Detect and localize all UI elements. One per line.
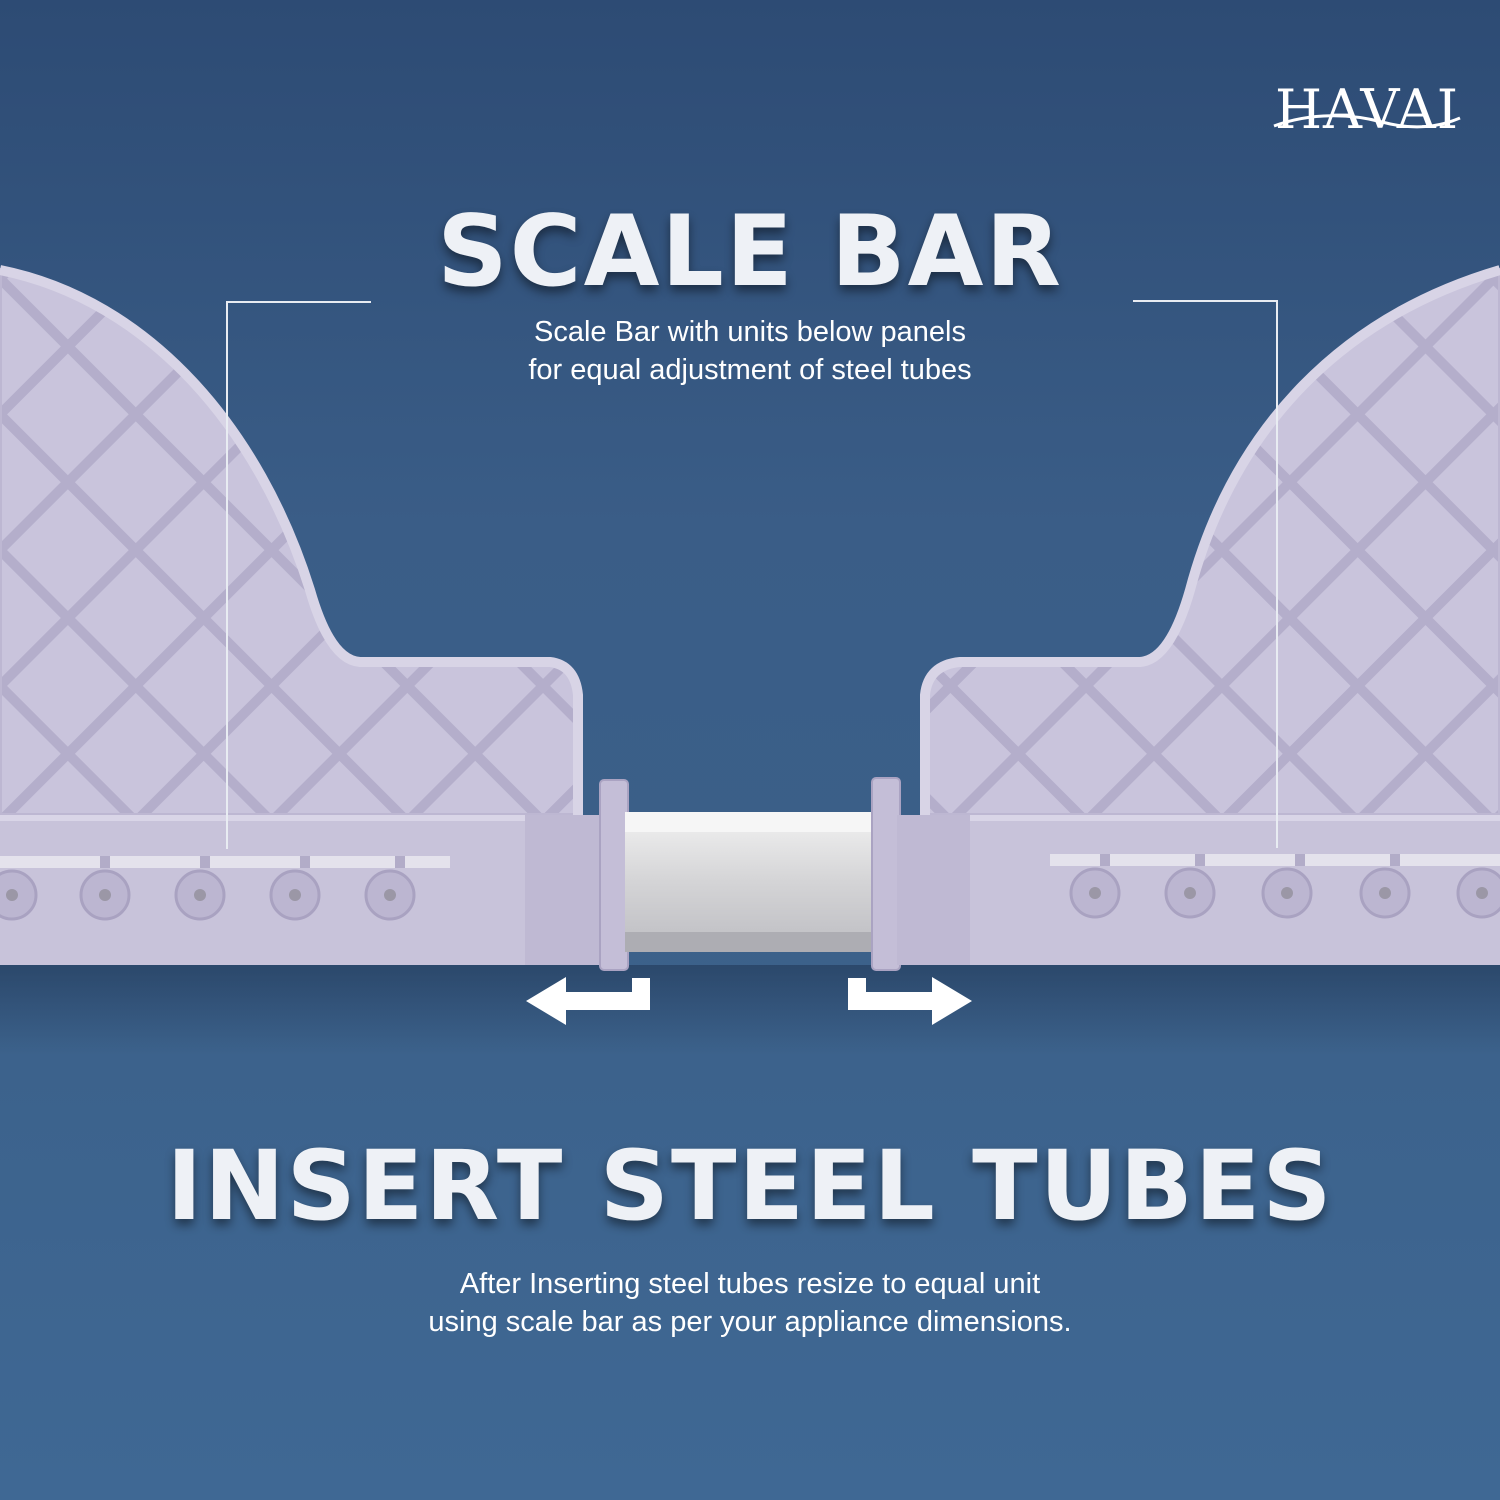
insert-steel-tubes-description: After Inserting steel tubes resize to eq… — [0, 1265, 1500, 1341]
scale-bar-description: Scale Bar with units below panels for eq… — [0, 313, 1500, 389]
scale-bar-heading: SCALE BAR — [437, 195, 1063, 309]
scale-bar-description-line1: Scale Bar with units below panels — [533, 316, 966, 348]
insert-steel-tubes-heading: INSERT STEEL TUBES — [166, 1130, 1334, 1242]
callout-line-left-v — [226, 301, 228, 849]
left-panel — [0, 265, 583, 817]
havai-logo: HAVAI — [1272, 78, 1462, 141]
callout-line-right-h — [1133, 300, 1278, 302]
insert-description-line2: using scale bar as per your appliance di… — [428, 1306, 1072, 1338]
left-base-bar — [0, 779, 629, 971]
logo-swoosh-icon — [1273, 114, 1461, 129]
steel-tube — [625, 812, 875, 952]
right-panel — [920, 265, 1500, 817]
scale-bar-description-line2: for equal adjustment of steel tubes — [528, 354, 972, 386]
right-base-bar — [871, 777, 1500, 971]
callout-line-left-h — [226, 301, 371, 303]
arrow-left-icon — [526, 977, 650, 1025]
logo-text: HAVAI — [1274, 78, 1460, 141]
arrow-right-icon — [848, 977, 972, 1025]
insert-description-line1: After Inserting steel tubes resize to eq… — [459, 1268, 1041, 1300]
callout-line-right-v — [1276, 300, 1278, 848]
